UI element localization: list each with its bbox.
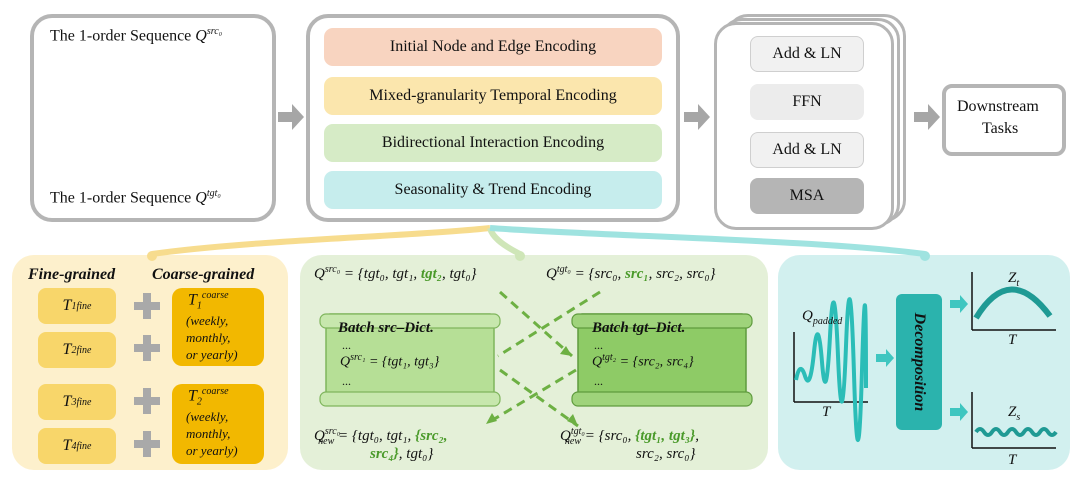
node-edge-encoding: Initial Node and Edge Encoding bbox=[324, 28, 662, 66]
zs-plot bbox=[971, 392, 1058, 449]
tgt-dict-scroll bbox=[571, 313, 753, 407]
src-dict-ellipsis-top: ... bbox=[342, 338, 351, 352]
plus-signs bbox=[134, 293, 160, 457]
q-src-new-equation-line2: src₄}, tgt₀} bbox=[370, 446, 434, 462]
src-dict-ellipsis-bottom: ... bbox=[342, 374, 351, 388]
seasonality-connector bbox=[489, 225, 926, 257]
coarse-note-1b: monthly, bbox=[186, 330, 231, 345]
decomposition-block bbox=[896, 294, 942, 430]
downstream-line1: Downstream bbox=[957, 98, 1039, 115]
coarse-box-2 bbox=[172, 384, 264, 464]
coarse-grained-header: Coarse-grained bbox=[152, 266, 255, 283]
tgt-dict-ellipsis-bottom: ... bbox=[594, 374, 603, 388]
coarse-note-2a: (weekly, bbox=[186, 409, 229, 424]
dashed-arrows bbox=[485, 290, 601, 428]
tgt-sequence-symbol: Q bbox=[195, 189, 207, 207]
temporal-connector bbox=[151, 225, 491, 257]
q-padded-label: Qpadded bbox=[802, 308, 843, 327]
coarse-note-1c: or yearly) bbox=[186, 347, 238, 362]
coarse-box-1 bbox=[172, 288, 264, 366]
src-dict-title: Batch src–Dict. bbox=[338, 320, 434, 336]
decomposition-label: Decomposition bbox=[911, 312, 928, 412]
coarse-label-2: T2coarse bbox=[188, 386, 229, 408]
q-padded-plot bbox=[793, 297, 868, 442]
src-dict-scroll bbox=[319, 313, 501, 407]
temporal-encoding: Mixed-granularity Temporal Encoding bbox=[324, 77, 662, 115]
src-sequence-text: The 1-order Sequence bbox=[50, 27, 192, 45]
zt-t-axis: T bbox=[1008, 332, 1017, 348]
tgt-sequence-text: The 1-order Sequence bbox=[50, 189, 192, 207]
interaction-panel-bg bbox=[300, 255, 768, 470]
flow-arrows bbox=[278, 104, 940, 130]
zs-t-axis: T bbox=[1008, 452, 1017, 468]
seasonality-encoding: Seasonality & Trend Encoding bbox=[324, 171, 662, 209]
tgt-sequence-sup: tgt₀ bbox=[206, 188, 221, 199]
src-dict-entry: Qsrc₁ = {tgt₁, tgt₃} bbox=[340, 352, 440, 370]
interaction-encoding: Bidirectional Interaction Encoding bbox=[324, 124, 662, 162]
q-src0-equation: Qsrc₀ = {tgt₀, tgt₁, tgt₂, tgt₀} bbox=[314, 264, 477, 282]
q-tgt-new-equation-line2: src₂, src₀} bbox=[636, 446, 696, 462]
coarse-note-2b: monthly, bbox=[186, 426, 231, 441]
tgt-sequence-label: The 1-order Sequence Qtgt₀ bbox=[50, 188, 221, 207]
coarse-note-1a: (weekly, bbox=[186, 313, 229, 328]
zt-plot bbox=[971, 272, 1056, 331]
q-tgt-new-equation: Qtgt₀new = {src₀, {tgt₁, tgt₃}, bbox=[560, 426, 699, 447]
downstream-line2: Tasks bbox=[982, 120, 1019, 137]
coarse-label-1: T1coarse bbox=[188, 290, 229, 312]
tgt-dict-title: Batch tgt–Dict. bbox=[592, 320, 686, 336]
tgt-dict-entry: Qtgt₂ = {src₂, src₄} bbox=[592, 352, 694, 370]
add-ln-bottom: Add & LN bbox=[750, 132, 864, 168]
zs-label: Zs bbox=[1008, 404, 1021, 423]
teal-arrows bbox=[876, 295, 968, 421]
src-sequence-sup: src₀ bbox=[206, 26, 223, 37]
fine-grained-header: Fine-grained bbox=[28, 266, 116, 283]
src-sequence-label: The 1-order Sequence Qsrc₀ bbox=[50, 26, 222, 45]
q-padded-t-axis: T bbox=[822, 404, 831, 420]
add-ln-top: Add & LN bbox=[750, 36, 864, 72]
msa-block: MSA bbox=[750, 178, 864, 214]
downstream-box bbox=[942, 84, 1066, 156]
graph-panel bbox=[30, 14, 276, 222]
ffn-block: FFN bbox=[750, 84, 864, 120]
tgt-dict-ellipsis-top: ... bbox=[594, 338, 603, 352]
zt-label: Zt bbox=[1008, 270, 1020, 289]
q-src-new-equation: Qsrc₀new = {tgt₀, tgt₁, {src₂, bbox=[314, 426, 448, 447]
q-tgt0-equation: Qtgt₀ = {src₀, src₁, src₂, src₀} bbox=[546, 264, 716, 282]
coarse-note-2c: or yearly) bbox=[186, 443, 238, 458]
src-sequence-symbol: Q bbox=[195, 27, 207, 45]
